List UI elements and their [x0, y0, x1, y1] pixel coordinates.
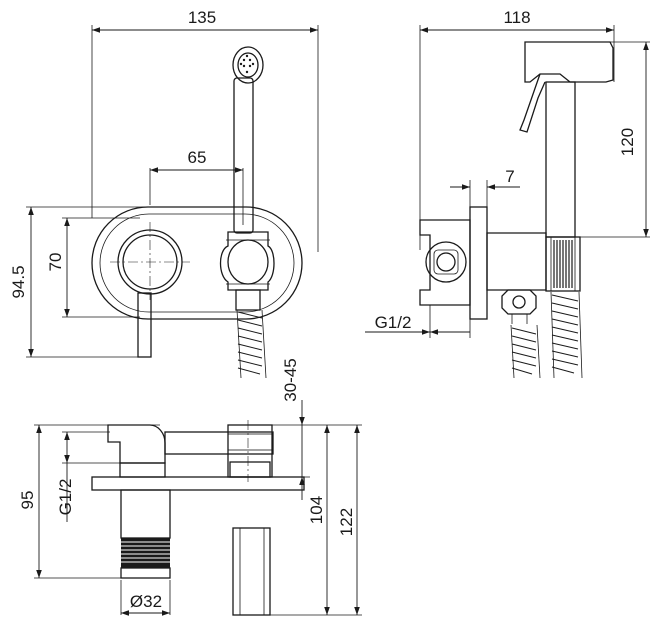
- dim-handle-offset: 65: [188, 148, 207, 167]
- dim-height-inner: 70: [46, 253, 65, 272]
- front-hand-shower: [232, 46, 264, 234]
- top-plate: [91, 476, 305, 491]
- side-hose: [510, 291, 583, 379]
- dim-side-height: 120: [618, 128, 637, 156]
- top-knurl-ring: [121, 538, 170, 568]
- dim-side-thread: G1/2: [375, 313, 412, 332]
- front-view: 135 65 94.5 70: [9, 8, 319, 379]
- dim-top-height-c: 122: [337, 508, 356, 536]
- dim-top-diameter: Ø32: [130, 592, 162, 611]
- dim-top-range: 30-45: [281, 358, 300, 401]
- front-lever: [137, 292, 152, 358]
- dim-top-height-a: 95: [18, 491, 37, 510]
- front-plate: [91, 206, 303, 320]
- dim-side-gap: 7: [505, 167, 514, 186]
- dim-side-width: 118: [503, 8, 530, 27]
- dim-front-width: 135: [188, 8, 216, 27]
- dim-height-outer: 94.5: [9, 265, 28, 298]
- dim-top-thread: G1/2: [56, 479, 75, 516]
- top-view: 30-45 95 G1/2 104 122 Ø32: [18, 358, 362, 616]
- dim-top-height-b: 104: [307, 496, 326, 524]
- side-view: 118 120 7 G1/2: [365, 8, 650, 379]
- front-hose: [235, 289, 267, 379]
- side-hand-shower: [519, 41, 614, 238]
